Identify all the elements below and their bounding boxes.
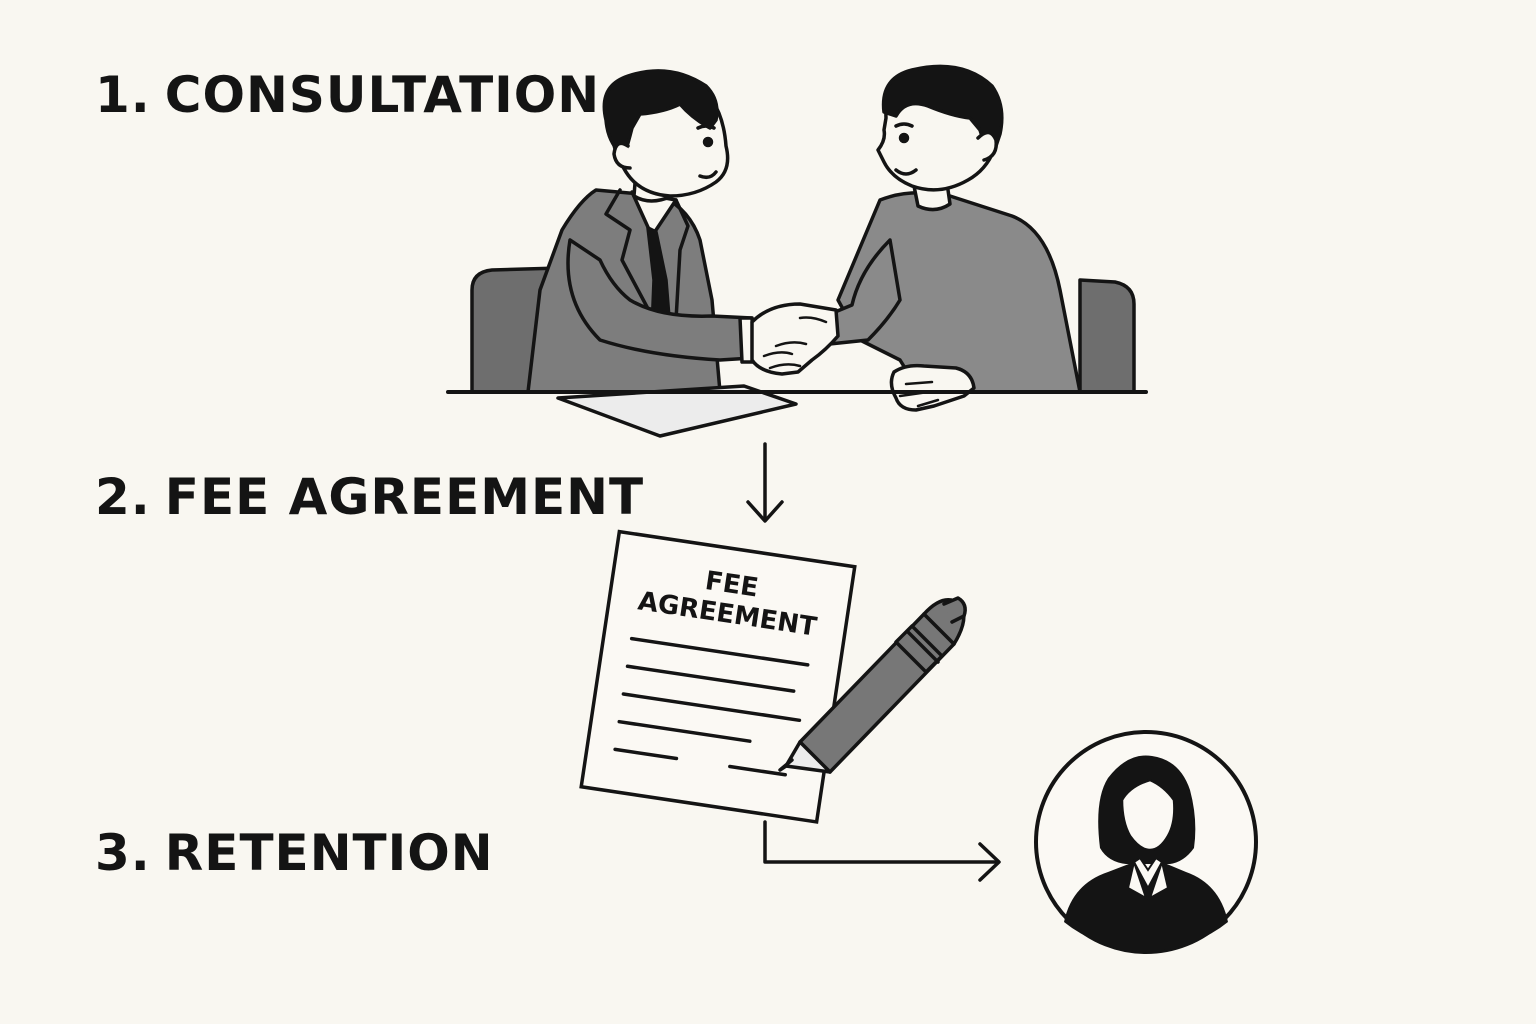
- step-3-title: RETENTION: [164, 824, 494, 882]
- pen-icon: [778, 596, 967, 774]
- step-1-title: CONSULTATION: [164, 66, 601, 124]
- agreement-paper: [579, 529, 857, 824]
- arrow-down-icon: [746, 442, 784, 523]
- step-1-number: 1.: [95, 66, 151, 124]
- signed-document-icon: FEE AGREEMENT: [579, 529, 967, 824]
- lawyer-body: [526, 188, 722, 394]
- step-2-number: 2.: [95, 468, 151, 526]
- attorney-avatar-icon: [1034, 730, 1258, 954]
- step-3-label: 3.RETENTION: [95, 824, 494, 882]
- step-3-number: 3.: [95, 824, 151, 882]
- handshake-icon: [446, 64, 1148, 438]
- step-2-title: FEE AGREEMENT: [164, 468, 645, 526]
- step-2-label: 2.FEE AGREEMENT: [95, 468, 644, 526]
- step-1-label: 1.CONSULTATION: [95, 66, 600, 124]
- right-chair-icon: [1078, 278, 1136, 394]
- arrow-right-icon: [763, 820, 1001, 882]
- agreement-text-lines: [613, 636, 810, 777]
